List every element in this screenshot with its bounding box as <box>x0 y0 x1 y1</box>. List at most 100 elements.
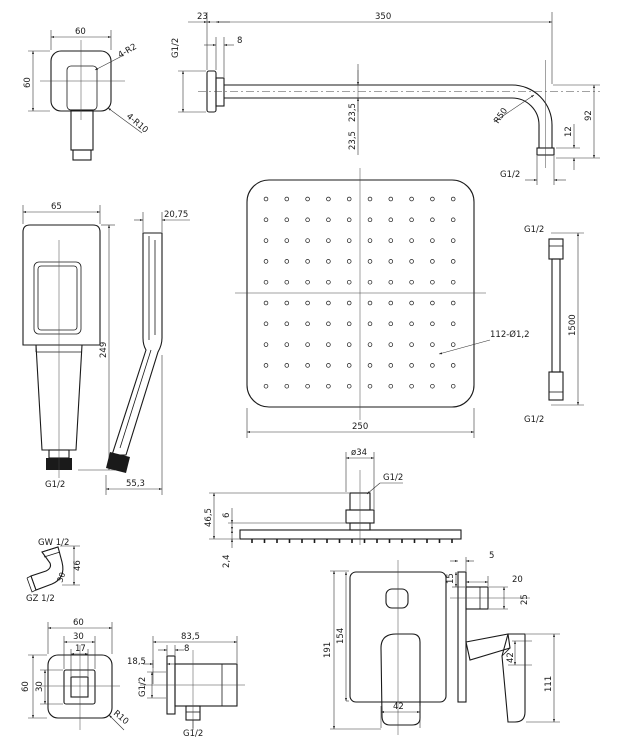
nozzle-dot <box>409 383 414 389</box>
elbow-gw-label: GW 1/2 <box>38 538 69 548</box>
wall-connector-hole <box>70 676 89 698</box>
nozzle-dot <box>326 238 331 243</box>
nozzle-dot <box>388 383 394 389</box>
nozzle-dot <box>430 383 435 389</box>
nozzle-dot <box>450 217 456 223</box>
shower-arm-side-view: 23 350 8 G1/2 92 R50 12 23,5 23,5 G1/2 <box>171 12 600 185</box>
dim-rain-width-label: 250 <box>352 422 368 432</box>
nozzle-dot <box>430 300 435 306</box>
nozzle-dot <box>326 342 331 347</box>
nozzle-dot <box>450 300 456 306</box>
dim-arm-drop-label: 92 <box>584 110 594 121</box>
nozzle-dot <box>430 363 435 368</box>
nozzle-dot <box>305 342 310 347</box>
nozzle-dot <box>367 259 373 264</box>
dim-arm-flange-gap-label: 8 <box>237 36 242 46</box>
hose-body <box>551 258 561 373</box>
nozzle-dot <box>409 363 414 368</box>
nozzle-dot <box>346 259 352 264</box>
dim-hose-thread-top-label: G1/2 <box>524 225 544 235</box>
nozzle-dot <box>409 217 414 223</box>
wall-connector-side-view: 83,5 8 18,5 G1/2 G1/2 <box>127 632 245 739</box>
nozzle-dot <box>367 300 373 306</box>
nozzle-dot <box>450 196 456 202</box>
hand-shower-spray-face-inner <box>37 265 78 331</box>
nozzle-dot <box>284 279 290 285</box>
nozzle-dot <box>284 300 290 306</box>
nozzle-dot <box>409 321 414 327</box>
dim-hand-side-depth-label: 55,3 <box>126 479 145 489</box>
nozzle-dot <box>263 279 269 285</box>
dim-mixer-lever-width-label: 42 <box>393 702 404 712</box>
mixer-front-view: 191 154 42 <box>323 560 447 735</box>
dim-hand-thickness-label: 20,75 <box>164 210 188 220</box>
dim-arm-bend-radius <box>493 94 535 123</box>
nozzle-dot <box>326 217 331 223</box>
mixer-diverter-knob <box>385 588 409 609</box>
wall-outlet-front-view: 60 60 4-R2 4-R10 <box>23 27 150 161</box>
dim-arm-inlet-thread-label: G1/2 <box>171 38 181 58</box>
dim-arm-bend-radius-label: R50 <box>492 106 510 125</box>
nozzle-dot <box>326 321 331 327</box>
nozzle-dot <box>346 279 352 285</box>
dim-side-total-height-label: 46,5 <box>204 508 214 527</box>
dim-arm-outlet-thread-label: G1/2 <box>500 170 520 180</box>
dim-arm-nozzle-label: 12 <box>564 126 574 137</box>
wall-outlet-thread <box>72 149 92 161</box>
dim-mixer-side-gap-label: 15 <box>446 573 456 584</box>
dim-rain-nozzles-leader <box>438 339 491 355</box>
nozzle-dot <box>409 279 414 285</box>
dim-elbow-width-label: 30 <box>55 571 67 584</box>
nozzle-dot <box>305 279 310 285</box>
nozzle-dot <box>430 196 435 202</box>
hand-shower-spray-face <box>33 261 82 335</box>
nozzle-dot <box>430 321 435 327</box>
dim-mixer-knob-dia-label: 25 <box>520 594 530 605</box>
dim-elbow-height-label: 46 <box>73 560 83 571</box>
mixer-side-lever <box>465 633 511 661</box>
elbow-body <box>30 546 64 591</box>
dim-mixer-plate-height-label: 191 <box>323 642 333 658</box>
nozzle-dot <box>450 259 456 264</box>
nozzle-dot <box>367 363 373 368</box>
rain-head-nozzle-grid <box>263 196 456 389</box>
nozzle-dot <box>409 342 414 347</box>
rain-head-plan-view: 250 112-Ø1,2 <box>235 168 530 438</box>
shower-arm-base <box>215 77 225 107</box>
nozzle-dot <box>263 363 269 368</box>
mixer-side-plate <box>457 571 467 703</box>
nozzle-dot <box>263 321 269 327</box>
nozzle-dot <box>326 279 331 285</box>
nozzle-dot <box>388 363 394 368</box>
nozzle-dot <box>326 196 331 202</box>
nozzle-dot <box>346 217 352 223</box>
dim-hose-length-label: 1500 <box>568 314 578 336</box>
dim-hand-thread-label: G1/2 <box>45 480 65 490</box>
hand-shower-front-view: 65 249 G1/2 <box>22 202 115 490</box>
dim-connector-inner-height-label: 30 <box>35 681 45 692</box>
nozzle-dot <box>284 363 290 368</box>
dim-hand-length-label: 249 <box>99 342 109 358</box>
dim-connector-width-label: 60 <box>73 618 84 628</box>
dim-arm-length-label: 350 <box>375 12 391 22</box>
elbow-thread-bottom <box>26 575 37 593</box>
dim-connector-hole-label: 17 <box>75 644 86 654</box>
dim-outlet-corner-radius <box>94 54 125 71</box>
dim-arm-flange-depth-label: 23 <box>197 12 208 22</box>
nozzle-dot <box>388 279 394 285</box>
dim-outlet-outer-radius-label: 4-R10 <box>124 112 150 136</box>
nozzle-dot <box>305 363 310 368</box>
dim-connector-flange-label: 8 <box>184 644 189 654</box>
nozzle-dot <box>305 321 310 327</box>
dim-side-connector-dia-label: ø34 <box>351 448 367 458</box>
nozzle-dot <box>367 217 373 223</box>
nozzle-dot <box>346 196 352 202</box>
nozzle-dot <box>367 279 373 285</box>
dim-hand-width-label: 65 <box>51 202 62 212</box>
hand-shower-head <box>22 224 101 346</box>
hand-shower-side-view: 20,75 55,3 <box>105 210 190 495</box>
nozzle-dot <box>284 321 290 327</box>
nozzle-dot <box>367 238 373 243</box>
elbow-fitting: 46 30 GW 1/2 GZ 1/2 <box>26 538 83 604</box>
nozzle-dot <box>346 238 352 243</box>
